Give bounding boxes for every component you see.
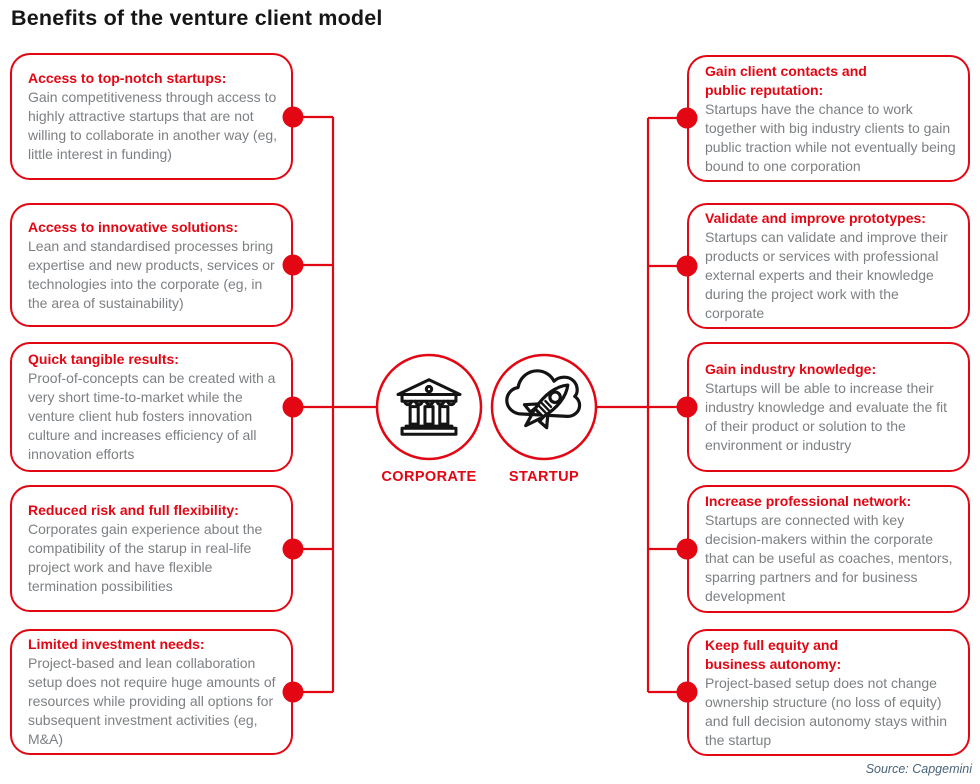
startup-hub-circle [490, 353, 598, 461]
benefit-body: Project-based and lean collaboration set… [28, 655, 276, 747]
corporate-label: CORPORATE [381, 469, 477, 485]
benefit-heading: Gain client contacts and public reputati… [705, 62, 867, 98]
benefit-box-corporate-2: Access to innovative solutions: Lean and… [10, 203, 293, 327]
benefit-box-startup-3: Gain industry knowledge: Startups will b… [687, 342, 970, 472]
benefit-body: Project-based setup does not change owne… [705, 674, 948, 748]
benefit-box-corporate-1: Access to top-notch startups: Gain compe… [10, 53, 293, 180]
benefit-body: Startups can validate and improve their … [705, 229, 948, 321]
benefit-heading: Keep full equity and business autonomy: [705, 636, 842, 672]
benefit-box-corporate-5: Limited investment needs: Project-based … [10, 629, 293, 755]
benefit-heading: Reduced risk and full flexibility: [28, 502, 239, 518]
benefit-body: Gain competitiveness through access to h… [28, 89, 278, 162]
benefit-heading: Access to top-notch startups: [28, 70, 227, 86]
benefit-box-startup-2: Validate and improve prototypes: Startup… [687, 203, 970, 329]
benefit-heading: Access to innovative solutions: [28, 218, 239, 235]
benefit-body: Lean and standardised processes bring ex… [28, 237, 275, 311]
connector-dots [282, 106, 698, 703]
benefit-heading: Gain industry knowledge: [705, 360, 877, 377]
benefit-body: Startups will be able to increase their … [705, 379, 948, 453]
rocket-shape [522, 383, 570, 430]
benefit-body: Corporates gain experience about the com… [28, 521, 263, 594]
startup-label: STARTUP [508, 469, 580, 485]
benefit-heading: Increase professional network: [705, 493, 912, 509]
benefit-heading: Limited investment needs: [28, 636, 205, 652]
benefit-body: Startups are connected with key decision… [705, 512, 953, 604]
benefit-body: Startups have the chance to work togethe… [705, 100, 956, 174]
corporate-hub-circle [375, 353, 483, 461]
benefit-heading: Quick tangible results: [28, 351, 179, 367]
benefit-box-startup-5: Keep full equity and business autonomy: … [687, 629, 970, 756]
connector-lines [291, 115, 689, 694]
rocket-cloud-icon [505, 369, 582, 430]
cloud-shape [505, 369, 582, 418]
benefit-heading: Validate and improve prototypes: [705, 210, 926, 226]
bank-building-icon [396, 378, 462, 436]
benefit-box-startup-4: Increase professional network: Startups … [687, 485, 970, 613]
page-title: Benefits of the venture client model [11, 6, 383, 30]
benefit-body: Proof-of-concepts can be created with a … [28, 370, 276, 462]
benefit-box-corporate-4: Reduced risk and full flexibility: Corpo… [10, 485, 293, 612]
benefit-box-startup-1: Gain client contacts and public reputati… [687, 55, 970, 182]
source-note: Source: Capgemini [865, 762, 972, 776]
benefit-box-corporate-3: Quick tangible results: Proof-of-concept… [10, 342, 293, 472]
